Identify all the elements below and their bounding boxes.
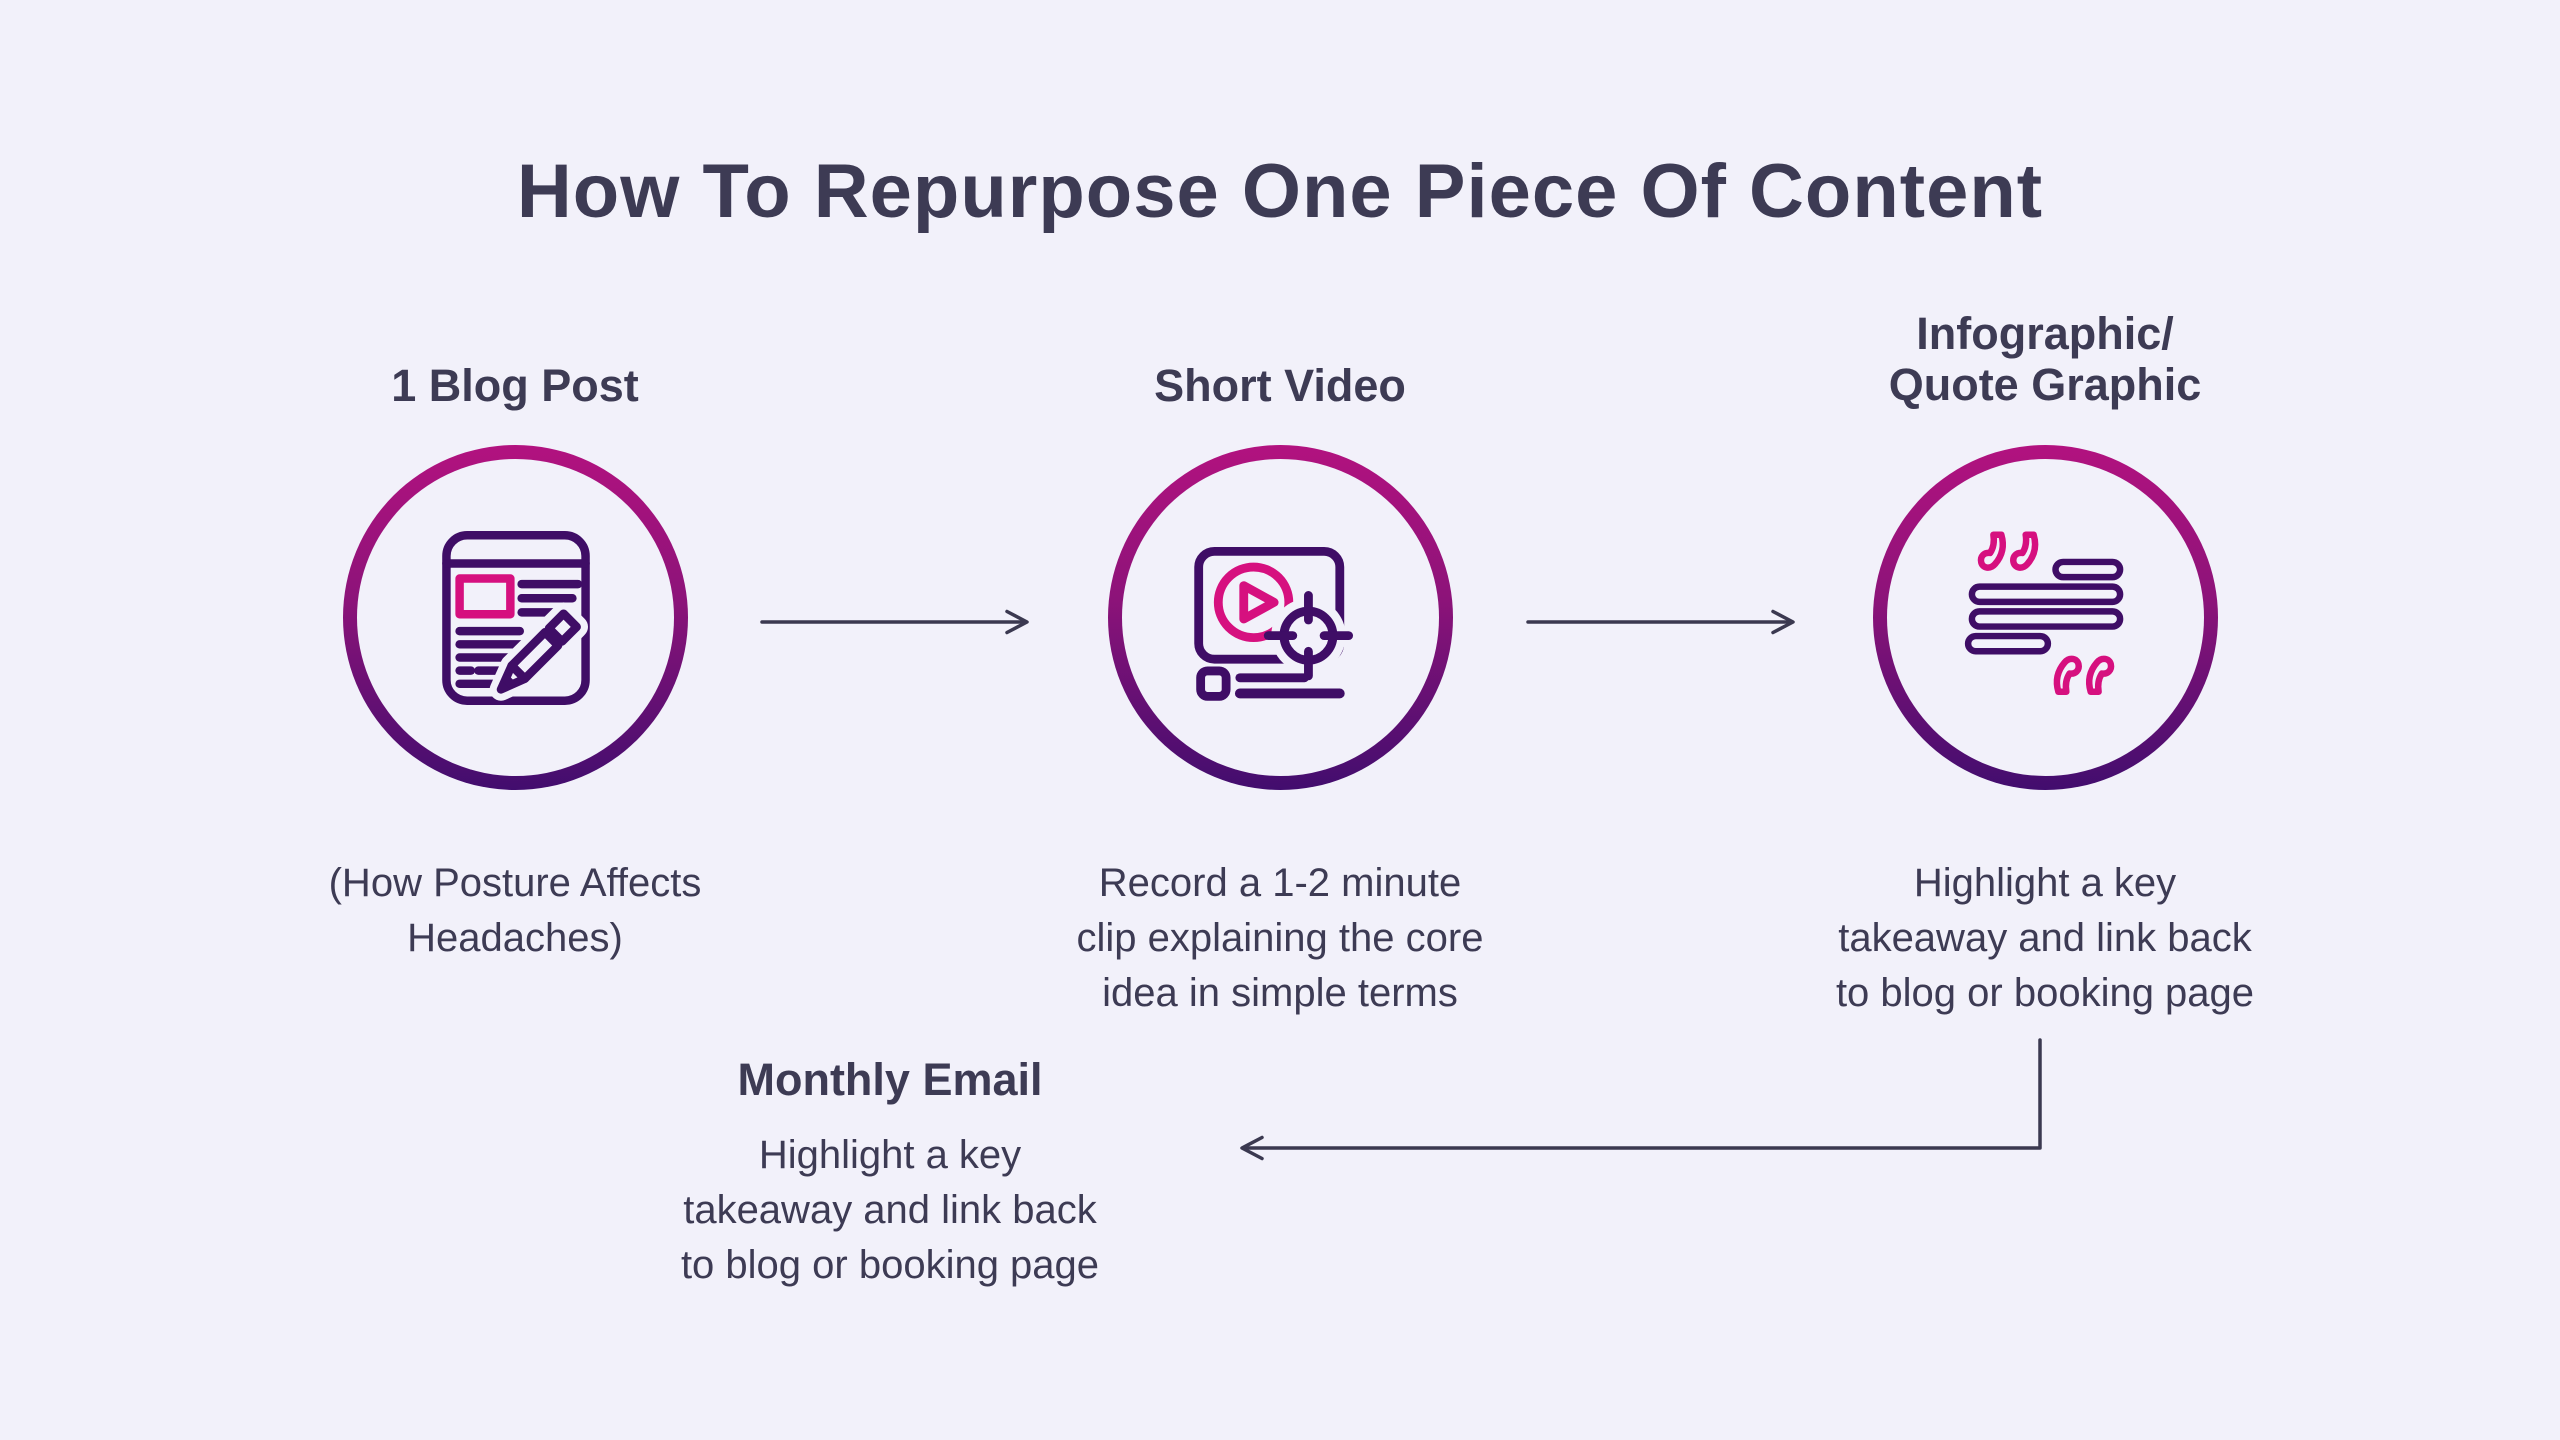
arrow-blog-to-video <box>760 609 1029 635</box>
text-lines <box>1964 558 2123 654</box>
label-infographic-quote-graphic: Infographic/ Quote Graphic <box>1745 308 2345 410</box>
short-video-circle <box>1108 445 1453 790</box>
description-line: to blog or booking page <box>1835 971 2255 1015</box>
label-blog-post: 1 Blog Post <box>215 360 815 411</box>
page-title: How To Repurpose One Piece Of Content <box>516 149 2044 234</box>
label-monthly-email: Monthly Email <box>590 1054 1190 1105</box>
description-line: Headaches) <box>407 916 623 960</box>
target-icon <box>1263 590 1353 680</box>
description-line: idea in simple terms <box>1102 971 1458 1015</box>
caption-lines <box>1195 666 1345 701</box>
description-blog-post: (How Posture Affects Headaches) <box>165 856 865 966</box>
description-short-video: Record a 1-2 minute clip explaining the … <box>930 856 1630 1021</box>
description-quote-graphic: Highlight a key takeaway and link back t… <box>1695 856 2395 1021</box>
blog-image-placeholder <box>454 573 515 618</box>
description-line: Record a 1-2 minute <box>1098 861 1462 905</box>
label-line: Short Video <box>1154 360 1406 411</box>
label-line: 1 Blog Post <box>391 360 639 411</box>
description-line: Highlight a key <box>758 1133 1022 1177</box>
blog-post-circle <box>343 445 688 790</box>
label-short-video: Short Video <box>980 360 1580 411</box>
description-line: (How Posture Affects <box>328 861 702 905</box>
label-line: Quote Graphic <box>1888 359 2202 410</box>
pencil-icon <box>496 608 581 694</box>
play-triangle <box>1238 580 1279 623</box>
description-monthly-email: Highlight a key takeaway and link back t… <box>540 1128 1240 1293</box>
arrow-video-to-infographic <box>1526 609 1795 635</box>
label-line: Monthly Email <box>737 1054 1043 1105</box>
description-line: to blog or booking page <box>680 1243 1100 1287</box>
description-line: clip explaining the core <box>1076 916 1484 960</box>
play-circle <box>1213 562 1293 642</box>
description-line: takeaway and link back <box>683 1188 1097 1232</box>
quote-marks <box>1977 531 2114 695</box>
description-line: Highlight a key <box>1913 861 2177 905</box>
short-video-icon <box>1193 546 1353 701</box>
description-line: takeaway and link back <box>1838 916 2252 960</box>
quote-graphic-icon <box>1964 531 2123 695</box>
blog-post-icon <box>441 530 590 705</box>
label-line: Infographic/ <box>1916 308 2174 359</box>
quote-graphic-circle <box>1873 445 2218 790</box>
video-screen <box>1193 546 1344 664</box>
arrow-infographic-to-monthly-email <box>1240 1038 2042 1161</box>
